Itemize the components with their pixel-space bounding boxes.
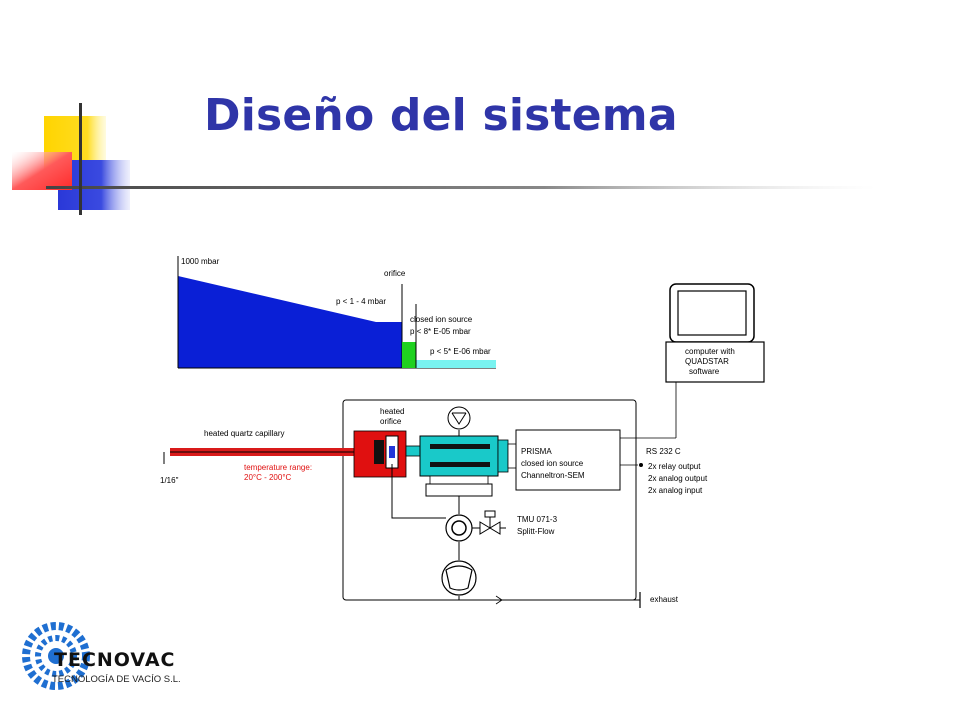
title-decoration [12,103,876,215]
label-heated: heated [380,407,404,416]
label-fitting-size: 1/16" [160,476,179,485]
computer-label-3: software [689,367,720,376]
logo-globe-icon [22,622,90,690]
label-analog-output: 2x analog output [648,474,708,483]
pressure-high-region [178,276,402,368]
prisma-controller: PRISMA closed ion source Channeltron-SEM [515,429,621,491]
label-orifice-block: orifice [380,417,402,426]
vacuum-gauge-icon [447,406,471,436]
computer-label-2: QUADSTAR [685,357,729,366]
prisma-label-1: PRISMA [521,447,552,456]
tecnovac-logo [22,622,90,690]
label-p-5e06: p < 5* E-06 mbar [430,347,491,356]
backing-pump-icon [441,560,477,596]
logo-tagline: TECNOLOGÍA DE VACÍO S.L. [52,674,181,685]
pump-plumbing [391,464,641,608]
label-heated-quartz-capillary: heated quartz capillary [204,429,285,438]
turbo-pump-icon [445,514,473,542]
label-orifice: orifice [384,269,406,278]
computer-label-1: computer with [685,347,735,356]
pressure-profile: 1000 mbar orifice p < 1 - 4 mbar closed … [177,256,496,369]
computer-icon: computer with QUADSTAR software [665,283,765,383]
quadrupole-assembly [405,435,517,497]
ion-source-region [402,342,416,368]
vertical-rule [79,103,82,215]
red-square [12,152,72,190]
label-temperature-range: temperature range: [244,463,312,472]
label-analog-input: 2x analog input [648,486,703,495]
label-tmu: TMU 071-3 [517,515,558,524]
prisma-label-2: closed ion source [521,459,584,468]
label-1000-mbar: 1000 mbar [181,257,220,266]
label-p-8e05: p < 8* E-05 mbar [410,327,471,336]
label-p-1-4: p < 1 - 4 mbar [336,297,386,306]
label-exhaust: exhaust [650,595,679,604]
low-pressure-region [416,360,496,368]
label-relay-output: 2x relay output [648,462,701,471]
label-temperature-value: 20°C - 200°C [244,473,292,482]
label-rs232: RS 232 C [646,447,681,456]
title-rule [46,186,876,189]
heated-orifice-block: heated orifice [353,407,407,478]
logo-name: TECNOVAC [54,649,176,671]
label-closed-ion-source: closed ion source [410,315,473,324]
splitt-flow-valve-icon [472,510,506,535]
label-splitt-flow: Splitt-Flow [517,527,555,536]
system-diagram: 1000 mbar orifice p < 1 - 4 mbar closed … [140,228,800,648]
prisma-label-3: Channeltron-SEM [521,471,585,480]
page-title: Diseño del sistema [204,90,678,141]
